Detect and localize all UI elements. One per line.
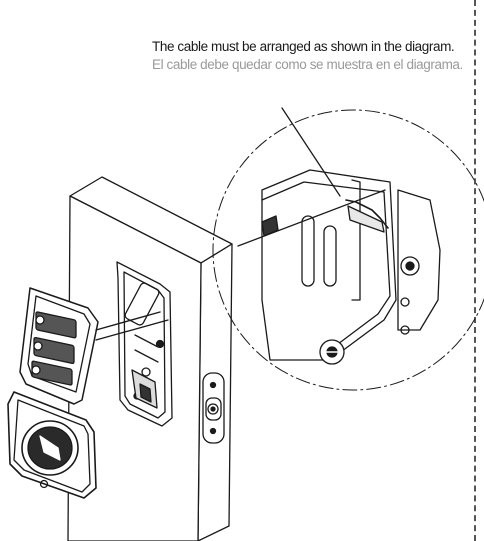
zoom-detail-contents [261,169,441,365]
instruction-caption: The cable must be arranged as shown in t… [152,38,472,74]
zoom-connector-bottom [95,319,169,341]
instruction-spanish: El cable debe quedar como se muestra en … [152,57,463,72]
latch-faceplate [202,372,225,444]
page-edge-dashed-line [474,0,476,541]
zoom-detail-circle [212,109,484,391]
connector-cable [95,311,161,331]
instruction-english: The cable must be arranged as shown in t… [152,39,455,54]
keypad-lock [7,287,99,499]
mounting-plate [116,261,173,427]
leader-line [281,107,341,197]
